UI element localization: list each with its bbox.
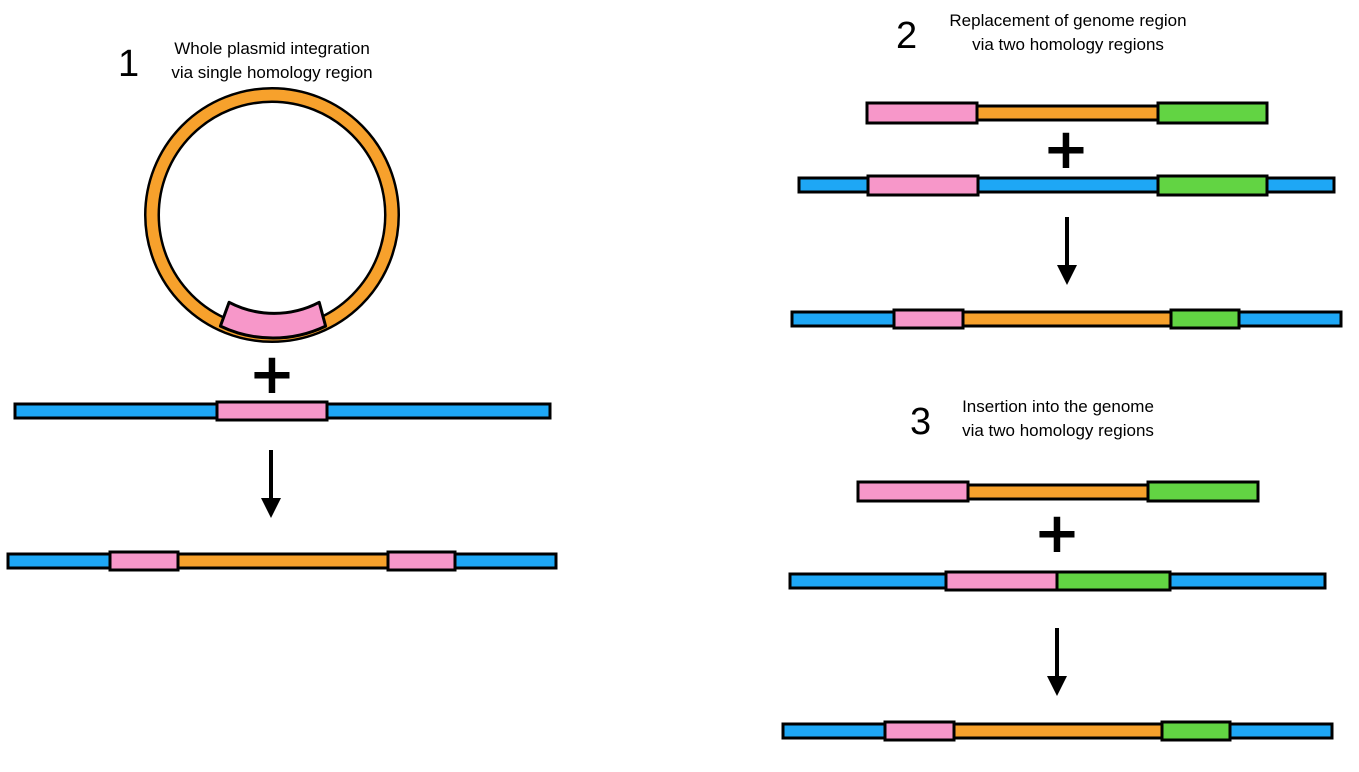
panel-2-caption-line1: Replacement of genome region bbox=[949, 11, 1186, 30]
plasmid bbox=[144, 87, 400, 343]
panel-3: 3 Insertion into the genome via two homo… bbox=[781, 397, 1334, 742]
panel-2-genome bbox=[797, 174, 1336, 197]
panel-2-donor bbox=[865, 101, 1269, 125]
panel-3-result bbox=[781, 720, 1334, 742]
panel-2-number: 2 bbox=[896, 15, 917, 57]
panel-1: 1 Whole plasmid integration via single h… bbox=[6, 39, 558, 572]
panel-2-result bbox=[790, 308, 1343, 330]
panel-2: 2 Replacement of genome region via two h… bbox=[790, 11, 1343, 330]
panel-1-caption-line2: via single homology region bbox=[171, 63, 372, 82]
panel-2-caption-line2: via two homology regions bbox=[972, 35, 1164, 54]
panel-3-genome bbox=[788, 570, 1327, 592]
panel-1-number: 1 bbox=[118, 43, 139, 85]
panel-3-caption-line1: Insertion into the genome bbox=[962, 397, 1154, 416]
panel-3-caption-line2: via two homology regions bbox=[962, 421, 1154, 440]
panel-1-result bbox=[6, 550, 558, 572]
panel-3-plus: + bbox=[1034, 501, 1081, 566]
panel-3-donor bbox=[856, 480, 1260, 503]
panel-1-plus: + bbox=[249, 342, 296, 407]
plasmid-homology-region bbox=[218, 300, 328, 340]
panel-1-genome bbox=[13, 400, 552, 422]
panel-1-caption-line1: Whole plasmid integration bbox=[174, 39, 370, 58]
panel-3-number: 3 bbox=[910, 401, 931, 443]
panel-2-plus: + bbox=[1043, 117, 1090, 182]
